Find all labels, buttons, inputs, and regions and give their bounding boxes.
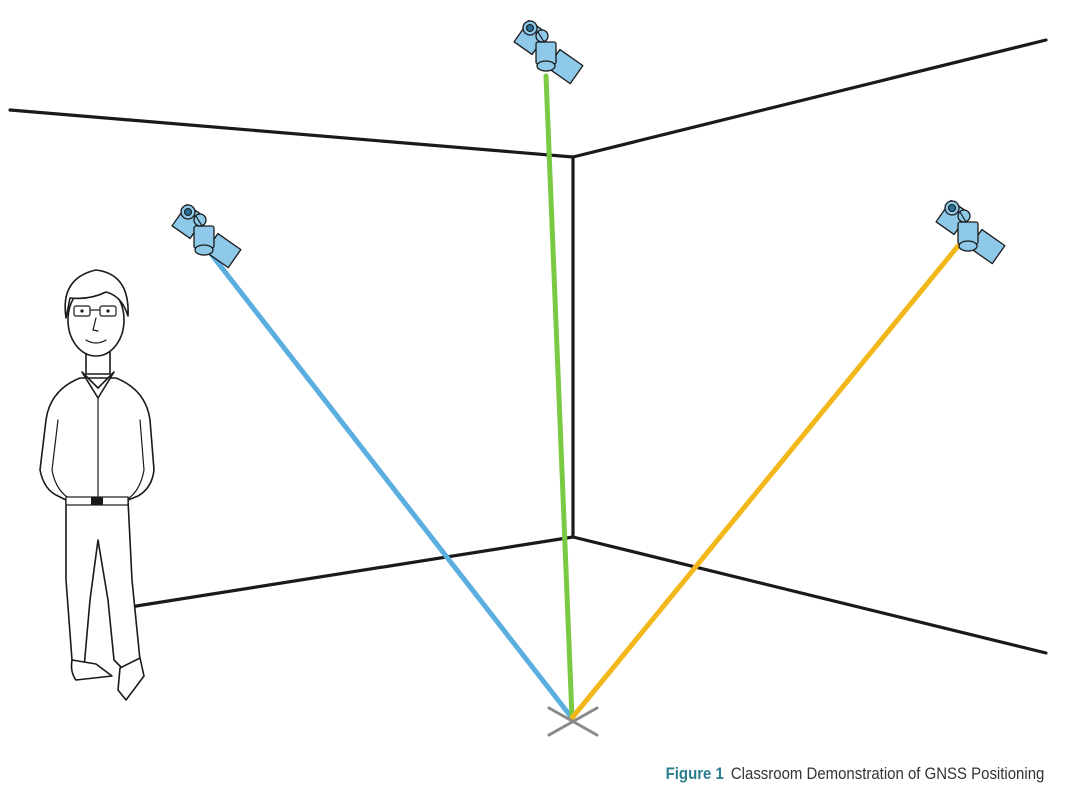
- receiver-cross-mark: [547, 706, 599, 737]
- figure-label: Figure 1: [665, 764, 724, 783]
- floor-edge-right: [571, 535, 1048, 655]
- ceiling-edge-left: [8, 108, 575, 159]
- signal-line-center: [543, 73, 575, 721]
- satellite-icon-left: [171, 203, 242, 269]
- figure-caption: Figure 1 Classroom Demonstration of GNSS …: [665, 764, 1044, 784]
- satellite-icon-right: [935, 199, 1006, 265]
- person-figure: [39, 269, 155, 701]
- floor-edge-left: [128, 535, 575, 609]
- signal-line-left: [205, 247, 575, 721]
- signal-lines: [205, 73, 961, 721]
- ceiling-edge-right: [571, 38, 1048, 159]
- room-walls: [8, 38, 1048, 655]
- satellite-icon-top: [513, 19, 584, 85]
- figure-title: Classroom Demonstration of GNSS Position…: [730, 764, 1044, 783]
- signal-line-right: [569, 243, 961, 721]
